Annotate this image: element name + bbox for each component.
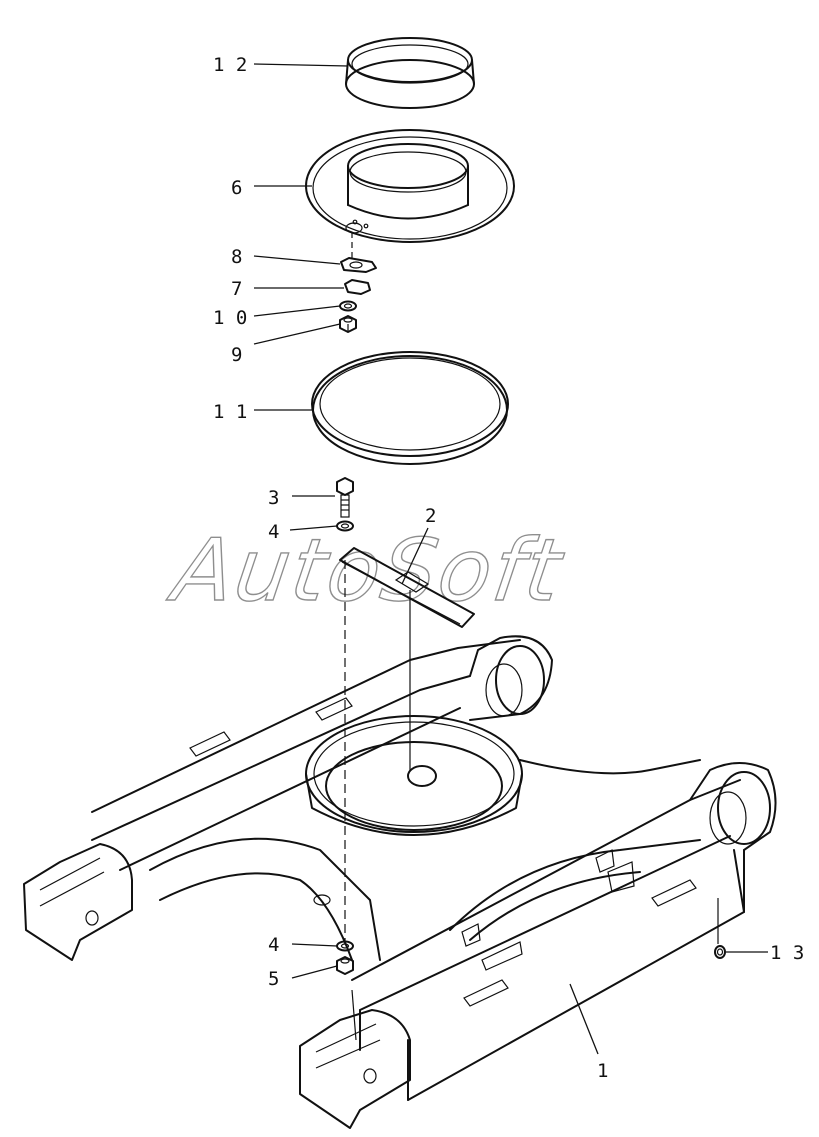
part-10-washer	[339, 300, 357, 312]
part-13-fitting	[714, 898, 726, 959]
callout-6: 6	[231, 177, 242, 199]
part-12-seal-ring	[345, 37, 475, 109]
callout-4-upper: 4	[268, 521, 279, 543]
part-8-plate	[340, 257, 377, 273]
part-2-plate	[339, 547, 475, 628]
callout-10: 1 0	[213, 307, 247, 329]
part-9-nut	[339, 315, 357, 333]
callout-8: 8	[231, 246, 242, 268]
part-5-nut	[336, 956, 354, 975]
callout-1: 1	[597, 1060, 608, 1082]
watermark: AutoSoft	[163, 521, 570, 621]
part-3-bolt	[336, 477, 354, 518]
part-11-o-ring	[311, 351, 509, 465]
callout-7: 7	[231, 278, 242, 300]
callout-9: 9	[231, 344, 242, 366]
part-6-cover-plate	[305, 129, 515, 243]
part-7-gasket	[344, 279, 371, 295]
part-1-lower-frame	[23, 635, 777, 1129]
leader-lines	[253, 63, 768, 1055]
callout-2: 2	[425, 505, 436, 527]
callout-12: 1 2	[213, 54, 247, 76]
callout-4-lower: 4	[268, 934, 279, 956]
callout-3: 3	[268, 487, 279, 509]
callout-5: 5	[268, 968, 279, 990]
callout-13: 1 3	[770, 942, 804, 964]
callout-11: 1 1	[213, 401, 247, 423]
